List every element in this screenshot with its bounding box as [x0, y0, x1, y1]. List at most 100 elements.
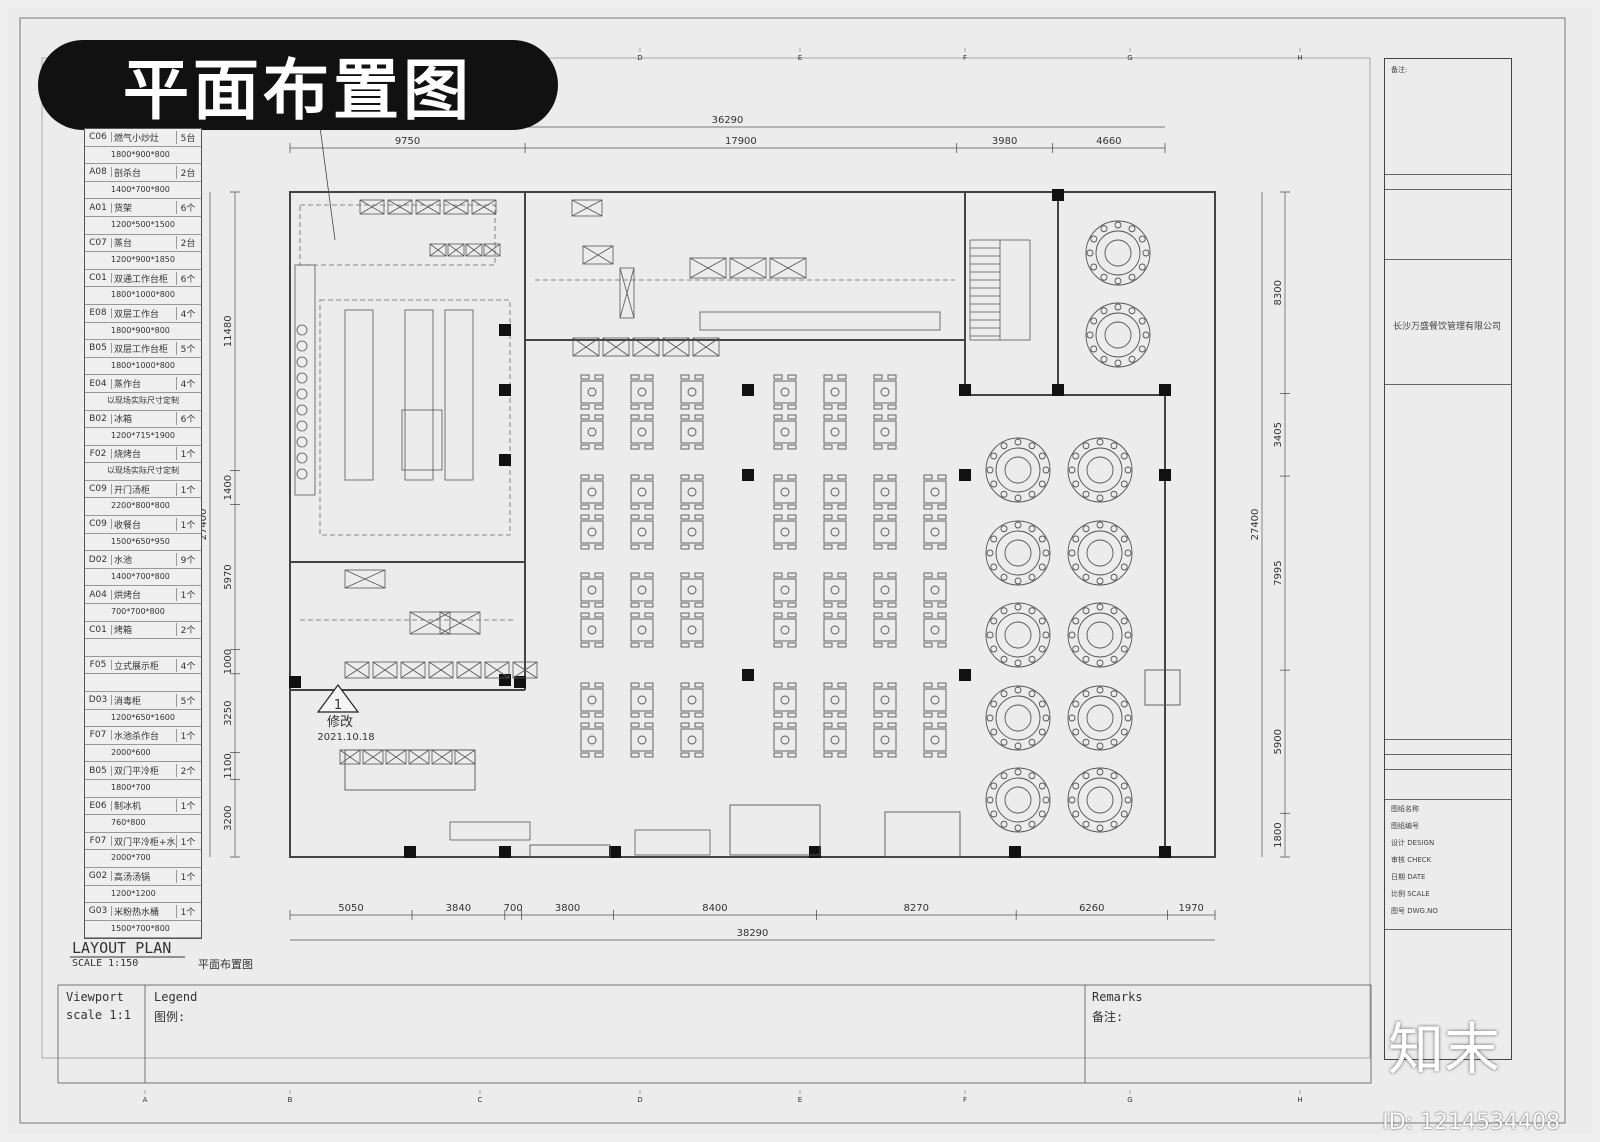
- legend-label: Legend: [154, 990, 198, 1004]
- grid-letter: A: [143, 1096, 148, 1104]
- schedule-qty: 6个: [180, 415, 196, 426]
- schedule-qty: 1个: [180, 872, 196, 883]
- schedule-code: A08: [85, 167, 112, 178]
- schedule-qty: 6个: [180, 274, 196, 285]
- dimension-label: 3200: [223, 805, 234, 830]
- grid-letter: H: [1297, 54, 1302, 62]
- viewport-scale: scale 1:1: [66, 1008, 132, 1022]
- schedule-qty: 1个: [180, 907, 196, 918]
- dimension-label: 8270: [904, 903, 929, 914]
- schedule-qty: 1个: [180, 802, 196, 813]
- schedule-dimension: 1500*650*950: [85, 534, 201, 552]
- schedule-code: C09: [85, 519, 112, 530]
- schedule-dimension: 1200*1200: [85, 886, 201, 904]
- schedule-code: F05: [85, 660, 112, 671]
- schedule-name: 高汤汤锅: [112, 869, 177, 883]
- schedule-name: 双门平冷柜+水池: [112, 834, 177, 848]
- schedule-dimension: 2000*700: [85, 850, 201, 868]
- schedule-qty: 4个: [180, 661, 196, 672]
- schedule-name: 水池: [112, 553, 177, 567]
- schedule-code: E06: [85, 800, 112, 811]
- dimension-label: 7995: [1273, 560, 1284, 585]
- title-banner: 平面布置图: [38, 40, 558, 130]
- dimension-overall: 36290: [712, 115, 744, 126]
- dimension-label: 700: [504, 903, 523, 914]
- dimension-label: 1800: [1273, 822, 1284, 847]
- schedule-code: G02: [85, 871, 112, 882]
- watermark-id: ID: 1214534408: [1382, 1110, 1560, 1135]
- dimension-label: 5970: [223, 564, 234, 589]
- schedule-name: 燃气小炒灶: [112, 130, 177, 144]
- dimension-label: 4660: [1096, 136, 1121, 147]
- grid-letter: G: [1127, 54, 1132, 62]
- schedule-name: 双层工作台: [112, 306, 177, 320]
- dimension-label: 1400: [223, 475, 234, 500]
- remarks-cn: 备注:: [1092, 1010, 1124, 1024]
- dimension-label: 5050: [338, 903, 363, 914]
- schedule-qty: 5个: [180, 696, 196, 707]
- schedule-code: A04: [85, 589, 112, 600]
- schedule-code: F02: [85, 448, 112, 459]
- schedule-qty: 1个: [180, 485, 196, 496]
- grid-letter: G: [1127, 1096, 1132, 1104]
- schedule-dimension: 700*700*800: [85, 604, 201, 622]
- schedule-qty: 1个: [180, 837, 196, 848]
- grid-letter: F: [963, 54, 967, 62]
- schedule-dimension: 1800*900*800: [85, 323, 201, 341]
- schedule-name: 蒸台: [112, 236, 177, 250]
- plan-title: LAYOUT PLAN: [72, 939, 172, 957]
- schedule-name: 剖杀台: [112, 165, 177, 179]
- dimension-label: 3980: [992, 136, 1017, 147]
- schedule-name: 冰箱: [112, 412, 177, 426]
- schedule-code: B02: [85, 413, 112, 424]
- dimension-label: 1000: [223, 649, 234, 674]
- title-block-row: 图纸编号: [1391, 822, 1419, 830]
- schedule-qty: 6个: [180, 204, 196, 215]
- schedule-code: F07: [85, 730, 112, 741]
- schedule-name: 双层工作台柜: [112, 341, 177, 355]
- schedule-name: 烘烤台: [112, 588, 177, 602]
- grid-letter: B: [288, 1096, 293, 1104]
- dimension-label: 3840: [446, 903, 471, 914]
- dimension-label: 3800: [555, 903, 580, 914]
- schedule-name: 双门平冷柜: [112, 764, 177, 778]
- schedule-dimension: 760*800: [85, 815, 201, 833]
- grid-letter: E: [798, 1096, 802, 1104]
- schedule-name: 收餐台: [112, 517, 177, 531]
- title-block-row: 图纸名称: [1391, 805, 1419, 813]
- title-block-company: 长沙万盛餐饮管理有限公司: [1393, 322, 1502, 332]
- schedule-code: C01: [85, 273, 112, 284]
- schedule-code: C09: [85, 484, 112, 495]
- schedule-name: 双通工作台柜: [112, 271, 177, 285]
- legend-cn: 图例:: [154, 1010, 186, 1024]
- schedule-dimension: 1800*900*800: [85, 147, 201, 165]
- revision-number: 1: [334, 698, 342, 713]
- dimension-label: 6260: [1079, 903, 1104, 914]
- dimension-label: 9750: [395, 136, 420, 147]
- schedule-code: B05: [85, 343, 112, 354]
- schedule-qty: 2个: [180, 767, 196, 778]
- dimension-label: 3405: [1273, 422, 1284, 447]
- schedule-qty: 2台: [180, 239, 196, 250]
- dimension-label: 1970: [1178, 903, 1203, 914]
- grid-letter: D: [637, 54, 642, 62]
- schedule-name: 制冰机: [112, 799, 177, 813]
- schedule-dimension: 2000*600: [85, 745, 201, 763]
